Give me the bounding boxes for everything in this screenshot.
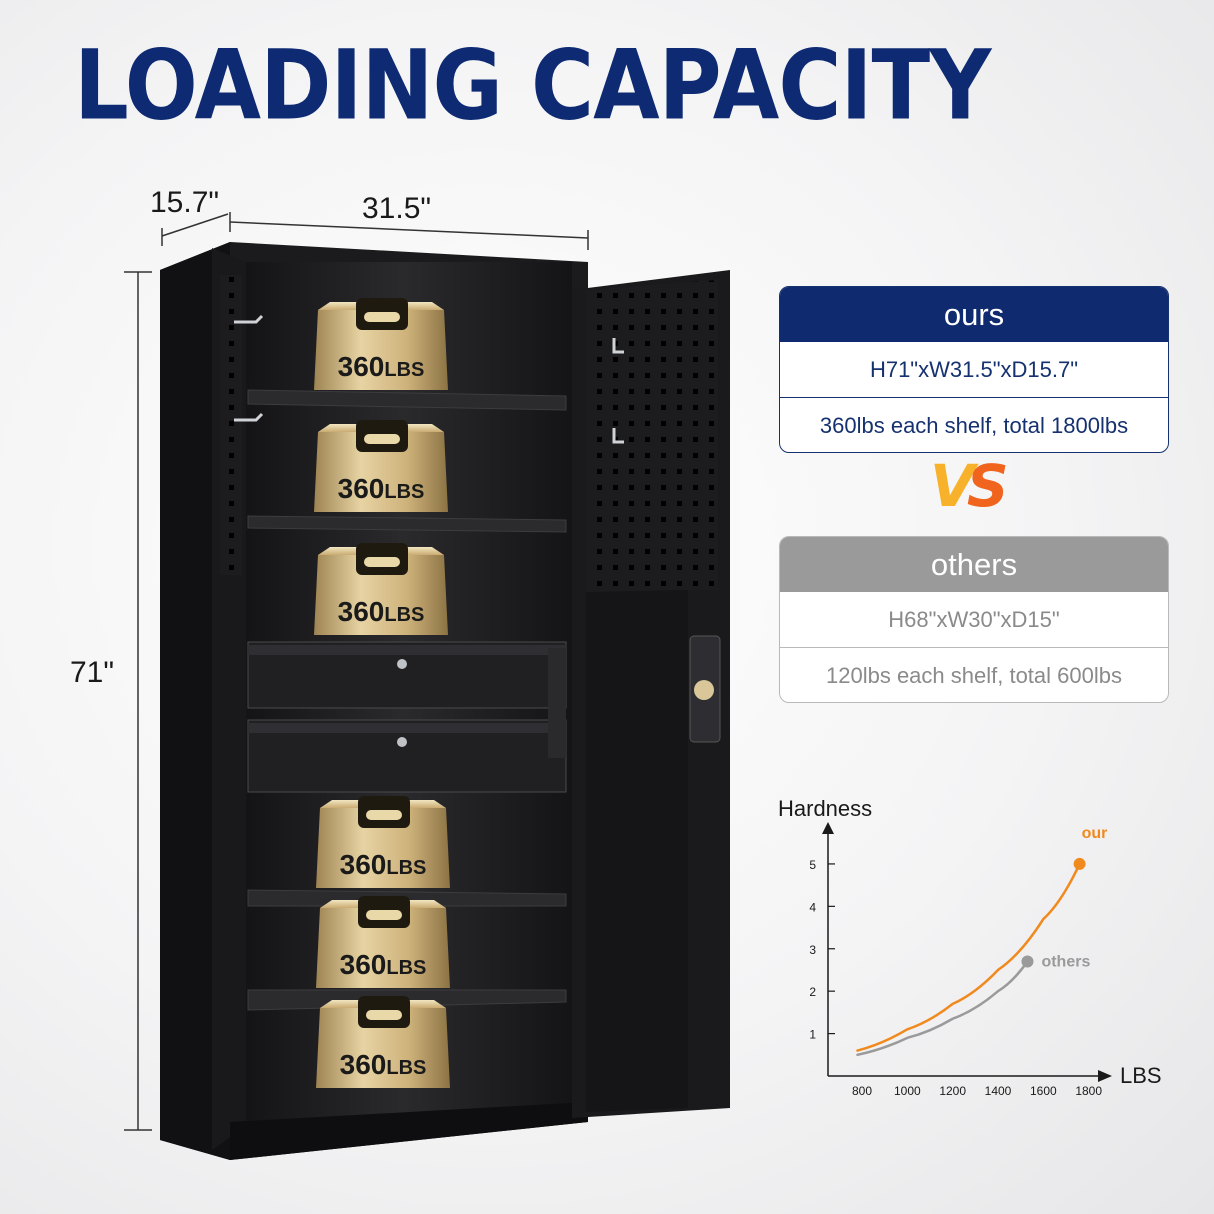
vs-badge: VS bbox=[930, 452, 1009, 520]
x-axis-title: LBS bbox=[1120, 1063, 1162, 1088]
weight-2: 360LBS bbox=[314, 420, 448, 512]
vs-letter-v: V bbox=[930, 452, 975, 520]
x-tick-label: 800 bbox=[852, 1084, 872, 1098]
height-dimension-label: 71" bbox=[70, 656, 115, 689]
x-axis-arrow bbox=[1098, 1070, 1112, 1082]
series-endpoint-our bbox=[1073, 857, 1086, 870]
weight-label: 360LBS bbox=[338, 596, 425, 627]
series-label-others: others bbox=[1041, 953, 1090, 970]
y-axis-title: Hardness bbox=[778, 796, 872, 821]
dimension-lines bbox=[124, 212, 589, 1131]
series-line-others bbox=[856, 960, 1029, 1057]
y-tick-label: 5 bbox=[809, 858, 816, 872]
x-tick-label: 1800 bbox=[1075, 1084, 1102, 1098]
y-tick-label: 1 bbox=[809, 1028, 816, 1042]
ours-capacity: 360lbs each shelf, total 1800lbs bbox=[780, 397, 1168, 452]
series-line-our bbox=[856, 862, 1081, 1052]
others-spec-card: others H68"xW30"xD15" 120lbs each shelf,… bbox=[779, 536, 1169, 703]
x-tick-label: 1200 bbox=[939, 1084, 966, 1098]
width-dimension-label: 31.5" bbox=[362, 192, 432, 225]
right-door bbox=[572, 270, 730, 1118]
others-size: H68"xW30"xD15" bbox=[888, 606, 1060, 632]
ours-header: ours bbox=[780, 287, 1168, 342]
series-label-our: our bbox=[1082, 825, 1108, 842]
y-axis-arrow bbox=[822, 822, 834, 834]
y-tick-label: 2 bbox=[809, 985, 816, 999]
weight-label: 360LBS bbox=[340, 949, 427, 980]
drawers bbox=[247, 641, 567, 793]
x-tick-label: 1600 bbox=[1030, 1084, 1057, 1098]
others-capacity: 120lbs each shelf, total 600lbs bbox=[780, 647, 1168, 702]
weight-label: 360LBS bbox=[340, 849, 427, 880]
weights-group: 360LBS 360LBS 360LBS 360LBS 360LBS 360LBS bbox=[314, 298, 450, 1088]
weight-label: 360LBS bbox=[338, 473, 425, 504]
weight-3: 360LBS bbox=[314, 543, 448, 635]
weight-label: 360LBS bbox=[340, 1049, 427, 1080]
ours-spec-card: ours H71"xW31.5"xD15.7" 360lbs each shel… bbox=[779, 286, 1169, 453]
y-tick-label: 4 bbox=[809, 900, 816, 914]
ours-size: H71"xW31.5"xD15.7" bbox=[869, 356, 1079, 382]
weight-1: 360LBS bbox=[314, 298, 448, 390]
depth-dimension-label: 15.7" bbox=[150, 186, 220, 219]
x-tick-label: 1000 bbox=[894, 1084, 921, 1098]
weight-6: 360LBS bbox=[316, 996, 450, 1088]
y-tick-label: 3 bbox=[809, 943, 816, 957]
page-title: LOADING CAPACITY bbox=[74, 30, 991, 142]
weight-4: 360LBS bbox=[316, 796, 450, 888]
weight-5: 360LBS bbox=[316, 896, 450, 988]
others-header: others bbox=[780, 537, 1168, 592]
weight-label: 360LBS bbox=[338, 351, 425, 382]
cabinet-body bbox=[160, 242, 588, 1160]
cabinet-illustration: 360LBS 360LBS 360LBS 360LBS 360LBS 360LBS bbox=[124, 212, 730, 1160]
vs-letter-s: S bbox=[966, 452, 1009, 520]
hardness-chart: Hardness LBS 1 2 3 4 5 800 1000 1200 1400 1600 180… bbox=[778, 796, 1162, 1098]
series-endpoint-others bbox=[1021, 955, 1034, 968]
x-tick-label: 1400 bbox=[985, 1084, 1012, 1098]
